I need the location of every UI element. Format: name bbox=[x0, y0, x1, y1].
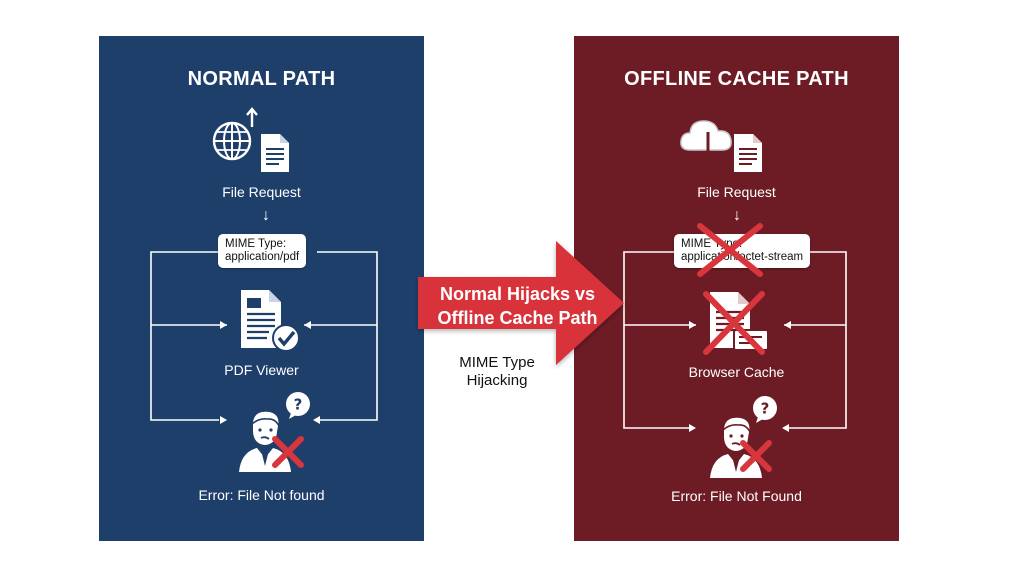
svg-text:?: ? bbox=[761, 400, 770, 418]
document-icon bbox=[261, 134, 289, 172]
file-request-label: File Request bbox=[222, 184, 301, 200]
browser-cache-label: Browser Cache bbox=[688, 364, 785, 380]
confused-user-icon bbox=[239, 410, 291, 472]
red-x-icon bbox=[703, 291, 765, 355]
mime-type-line: MIME Type: bbox=[225, 238, 287, 250]
question-bubble-icon: ? bbox=[286, 392, 310, 419]
offline-cache-path-panel: OFFLINE CACHE PATH File Request ↓ MIME T… bbox=[574, 36, 899, 541]
mime-value-line: application/pdf bbox=[225, 251, 300, 263]
down-arrow-icon: ↓ bbox=[262, 207, 270, 224]
pdf-viewer-label: PDF Viewer bbox=[224, 362, 299, 378]
error-label: Error: File Not found bbox=[198, 487, 325, 503]
banner-arrow bbox=[418, 241, 624, 365]
normal-path-panel: NORMAL PATH File Request ↓ MIME Ty bbox=[99, 36, 424, 541]
flow-loop-lines bbox=[150, 251, 378, 424]
banner-title-line2: Offline Cache Path bbox=[437, 308, 598, 328]
file-request-label: File Request bbox=[697, 184, 776, 200]
svg-text:?: ? bbox=[294, 396, 303, 414]
flow-loop-lines bbox=[623, 251, 847, 432]
mime-type-box: MIME Type: application/pdf bbox=[218, 234, 307, 268]
down-arrow-icon: ↓ bbox=[733, 207, 741, 224]
red-x-icon bbox=[272, 436, 304, 468]
error-label: Error: File Not Found bbox=[671, 488, 802, 504]
mime-hijacking-caption-line1: MIME Type bbox=[459, 354, 535, 371]
red-x-icon bbox=[697, 223, 763, 277]
panel-title: NORMAL PATH bbox=[187, 68, 336, 90]
panel-title: OFFLINE CACHE PATH bbox=[624, 68, 849, 90]
banner-title-line1: Normal Hijacks vs bbox=[439, 284, 596, 304]
pdf-document-check-icon bbox=[241, 290, 300, 352]
mime-hijacking-caption-line2: Hijacking bbox=[466, 372, 528, 389]
upload-arrow-icon bbox=[246, 107, 258, 127]
cloud-download-icon bbox=[680, 120, 732, 164]
document-icon bbox=[734, 134, 762, 172]
globe-icon bbox=[212, 121, 252, 161]
red-x-icon bbox=[740, 440, 772, 472]
question-bubble-icon: ? bbox=[753, 396, 777, 423]
